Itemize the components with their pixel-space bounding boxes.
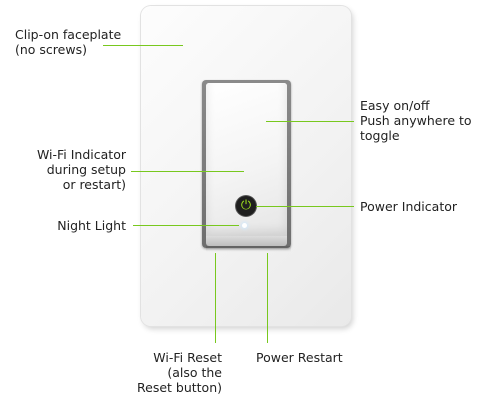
night-light-led: [242, 223, 247, 228]
rocker-shadow: [206, 246, 291, 252]
label-wifi-indicator: Wi-Fi Indicator during setup or restart): [36, 147, 126, 192]
power-icon: ⏻: [236, 196, 256, 216]
night-light-leader-line: [133, 225, 239, 226]
label-wifi-reset: Wi-Fi Reset (also the Reset button): [137, 350, 222, 395]
label-easy-toggle: Easy on/off Push anywhere to toggle: [360, 98, 472, 143]
wifi-reset-leader-line: [215, 253, 216, 343]
label-night-light: Night Light: [57, 218, 126, 233]
faceplate-leader-line: [103, 45, 183, 46]
rocker-lip: [206, 236, 287, 246]
label-faceplate: Clip-on faceplate (no screws): [15, 27, 122, 57]
wifi-indicator-leader-line: [131, 171, 244, 172]
label-power-restart: Power Restart: [256, 350, 343, 365]
label-power-indicator: Power Indicator: [360, 199, 458, 214]
power-restart-leader-line: [267, 253, 268, 343]
easy-toggle-leader-line: [266, 121, 354, 122]
power-indicator-leader-line: [256, 206, 354, 207]
